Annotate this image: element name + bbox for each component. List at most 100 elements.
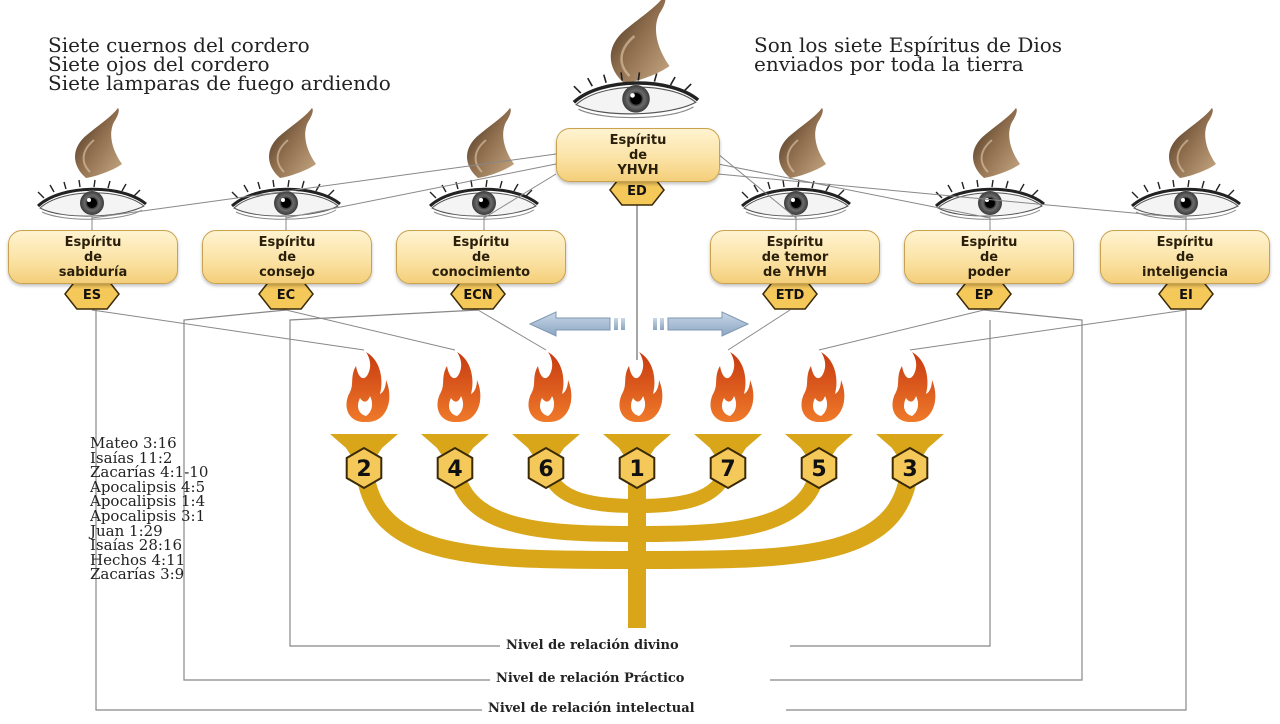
lamp-number-badge: 4: [436, 446, 474, 490]
horn-icon-poder: [972, 107, 1021, 179]
lamp-number: 1: [629, 457, 644, 482]
lamp-number: 7: [720, 457, 735, 482]
lamp-number-badge: 5: [800, 446, 838, 490]
level-label-practical: Nivel de relación Práctico: [490, 671, 691, 686]
flame-icon: [437, 352, 481, 422]
spirit-box-line: sabiduría: [58, 264, 128, 280]
spirit-box-line: de YHVH: [763, 264, 827, 280]
lamp-number-badge: 6: [527, 446, 565, 490]
lamp-number-badge: 1: [618, 446, 656, 490]
connector-line: [818, 309, 985, 351]
spirit-code-badge: EC: [258, 278, 314, 310]
spirit-box-consejo: Espíritu de consejo: [202, 230, 372, 284]
spirit-box-line: Espíritu: [452, 234, 510, 250]
spirit-box-line: Espíritu: [766, 234, 824, 250]
spirit-code: ES: [83, 288, 101, 303]
flame-icon: [619, 352, 663, 422]
caption-line: Siete ojos del cordero: [48, 52, 270, 76]
level-label-divine: Nivel de relación divino: [500, 638, 685, 653]
caption-line: Siete cuernos del cordero: [48, 33, 310, 57]
flame-icon: [528, 352, 572, 422]
spirit-box-line: de temor: [761, 249, 829, 265]
lamp-number: 6: [538, 457, 553, 482]
lamp-number: 3: [902, 457, 917, 482]
horn-icon-inteligencia: [1168, 107, 1217, 179]
reference-item: Apocalipsis 3:1: [90, 506, 206, 525]
spirit-box-conocimiento: Espíritu de conocimiento: [396, 230, 566, 284]
spirit-box-line: de: [277, 249, 297, 265]
lamp-number: 4: [447, 457, 462, 482]
spirit-code-badge: EP: [956, 278, 1012, 310]
left-caption: Siete cuernos del cordero Siete ojos del…: [48, 33, 391, 95]
spirit-code: ED: [627, 184, 647, 199]
spirit-box-line: de: [628, 147, 648, 163]
spirit-box-line: de: [471, 249, 491, 265]
lamp-number-badge: 3: [891, 446, 929, 490]
divine-level-line: [289, 309, 991, 647]
lamp-number-badge: 2: [345, 446, 383, 490]
spirit-box-line: Espíritu: [64, 234, 122, 250]
connector-line: [909, 309, 1187, 351]
spirit-box-line: de: [83, 249, 103, 265]
spirit-box-line: Espíritu: [1156, 234, 1214, 250]
flame-icon: [346, 352, 390, 422]
right-caption: Son los siete Espíritus de Dios enviados…: [754, 33, 1063, 76]
flame-icon: [892, 352, 936, 422]
reference-item: Mateo 3:16: [90, 434, 177, 452]
lamp-number-badge: 7: [709, 446, 747, 490]
spirit-box-line: poder: [967, 264, 1011, 280]
central-horn-icon: [609, 0, 671, 85]
connector-line: [717, 173, 1187, 219]
intellectual-level-line: [95, 310, 1187, 711]
spirit-box-temor: Espíritu de temor de YHVH: [710, 230, 880, 284]
spirit-box-line: Espíritu: [609, 132, 667, 148]
caption-line: Son los siete Espíritus de Dios: [754, 33, 1063, 57]
spirit-box-inteligencia: Espíritu de inteligencia: [1100, 230, 1270, 284]
flames-row: [346, 352, 936, 422]
left-arrow-icon: [528, 311, 625, 337]
right-arrow-icon: [653, 311, 750, 337]
spirit-box-line: inteligencia: [1142, 264, 1228, 280]
spirit-code: EC: [277, 288, 295, 303]
caption-line: enviados por toda la tierra: [754, 52, 1024, 76]
connector-line: [285, 309, 456, 351]
spirit-box-line: de: [1175, 249, 1195, 265]
spirit-box-line: de: [979, 249, 999, 265]
caption-line: Siete lamparas de fuego ardiendo: [48, 71, 391, 95]
lamp-number: 2: [356, 457, 371, 482]
reference-item: Apocalipsis 1:4: [90, 492, 206, 511]
connector-line: [717, 163, 991, 219]
spirit-box-sabiduria: Espíritu de sabiduría: [8, 230, 178, 284]
spirit-box-line: conocimiento: [431, 264, 531, 280]
spirit-code: ECN: [463, 288, 492, 303]
spirit-box-poder: Espíritu de poder: [904, 230, 1074, 284]
spirit-box-line: YHVH: [617, 162, 659, 178]
reference-item: Zacarías 4:1-10: [90, 463, 209, 482]
spirit-box-line: Espíritu: [960, 234, 1018, 250]
eye-icon-sabiduria: [36, 178, 148, 221]
spirit-box-yhvh: Espíritu de YHVH: [556, 128, 720, 182]
horn-icon-sabiduria: [74, 107, 123, 179]
reference-item: Isaías 28:16: [90, 536, 182, 555]
flame-icon: [801, 352, 845, 422]
flame-icon: [710, 352, 754, 422]
reference-item: Zacarías 3:9: [90, 565, 185, 584]
reference-item: Juan 1:29: [90, 521, 163, 540]
spirit-connector-lines: [91, 153, 1187, 351]
reference-item: Isaías 11:2: [90, 448, 173, 467]
connector-line: [717, 153, 797, 219]
connector-line: [285, 163, 557, 219]
spirit-box-line: consejo: [259, 264, 315, 280]
reference-item: Apocalipsis 4:5: [90, 477, 206, 496]
connector-line: [91, 153, 557, 219]
connector-line: [727, 309, 791, 351]
lamp-number: 5: [811, 457, 826, 482]
spirit-code-badge: ES: [64, 278, 120, 310]
level-label-intellectual: Nivel de relación intelectual: [482, 701, 701, 716]
connector-line: [483, 173, 557, 219]
eye-icon-inteligencia: [1130, 178, 1242, 221]
eye-icon-temor: [740, 178, 852, 221]
horn-icon-temor: [778, 107, 827, 179]
scripture-references: Mateo 3:16 Isaías 11:2 Zacarías 4:1-10 A…: [90, 436, 208, 582]
lamp-number-badges: 2 4 6 1 7 5 3: [345, 446, 929, 490]
